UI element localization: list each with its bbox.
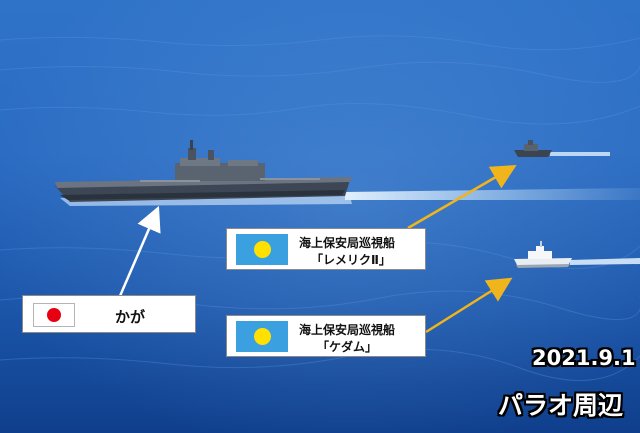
palau-flag-disc bbox=[254, 328, 271, 345]
patrol-boat-remeliik-ii bbox=[514, 140, 552, 157]
boat2-wake bbox=[570, 258, 640, 265]
kedam-label-box: 海上保安局巡視船 「ケダム」 bbox=[226, 315, 426, 357]
patrol-boat-kedam bbox=[514, 241, 572, 268]
japan-flag bbox=[33, 303, 75, 327]
remeliik-label-box: 海上保安局巡視船 「レメリクⅡ」 bbox=[226, 228, 426, 270]
kedam-label-line1: 海上保安局巡視船 bbox=[299, 323, 396, 337]
carrier-wake bbox=[345, 188, 640, 200]
kaga-label-text: かが bbox=[115, 308, 146, 326]
kedam-label-line2: 「ケダム」 bbox=[317, 340, 378, 354]
location-caption: パラオ周辺 bbox=[498, 391, 624, 420]
palau-flag-disc bbox=[254, 241, 271, 258]
palau-flag bbox=[236, 234, 288, 265]
aircraft-carrier-kaga bbox=[55, 140, 352, 202]
boat1-wake bbox=[550, 152, 610, 156]
kedam-pointer-arrow bbox=[425, 277, 513, 334]
kaga-label-box: かが bbox=[22, 295, 196, 333]
palau-flag bbox=[236, 321, 288, 352]
date-caption: 2021.9.1 bbox=[532, 346, 636, 370]
remeliik-pointer-arrow bbox=[407, 164, 517, 230]
remeliik-label-line2: 「レメリクⅡ」 bbox=[311, 253, 391, 267]
remeliik-label-line1: 海上保安局巡視船 bbox=[299, 236, 396, 250]
kaga-pointer-arrow bbox=[118, 205, 161, 297]
japan-flag-disc bbox=[47, 308, 61, 322]
